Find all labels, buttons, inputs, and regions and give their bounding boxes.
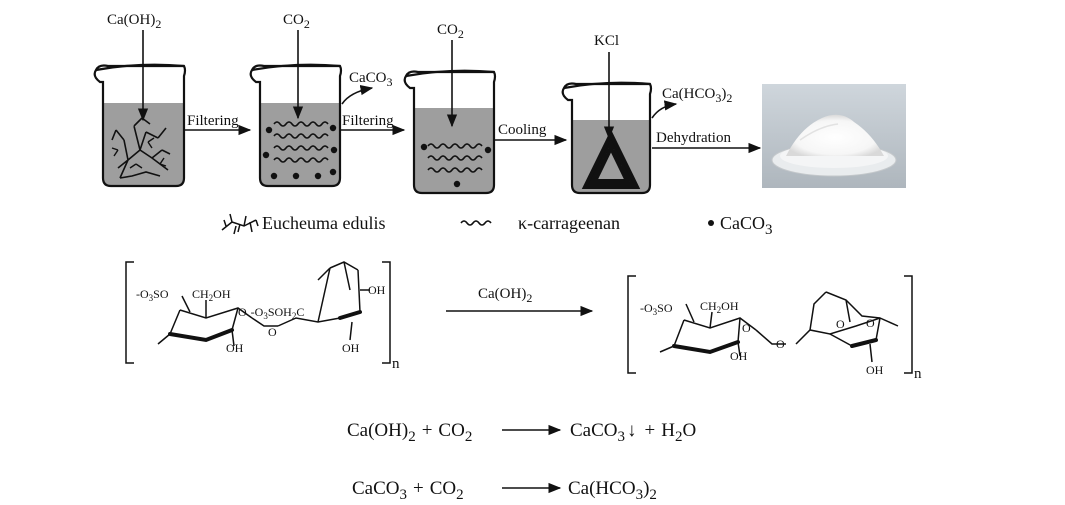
svg-text:CaCO3: CaCO3 <box>720 213 773 238</box>
svg-text:Ca(OH)2: Ca(OH)2 <box>107 12 161 31</box>
left-ch2oh-label: CH2OH <box>192 287 231 303</box>
legend-caco3-label: CaCO3 <box>720 213 773 238</box>
byproduct-caco3-label: CaCO3 <box>349 70 393 89</box>
left-oh-1: OH <box>226 341 244 355</box>
left-repeat-n: n <box>392 356 400 372</box>
structure-reagent-label: Ca(OH)2 <box>478 286 532 305</box>
caco3-out-arrow <box>341 85 374 105</box>
kappa-carrageenan-structure: n -O3SO CH2OH O-O3SOH2C O OH OH OH <box>125 261 400 372</box>
left-oh-3: OH <box>368 283 386 297</box>
svg-text:CaCO3+CO2: CaCO3+CO2 <box>352 478 464 503</box>
carrageenan-waves-2 <box>273 121 329 163</box>
right-oh-1: OH <box>730 349 748 363</box>
svg-text:Ca(OH)2+CO2: Ca(OH)2+CO2 <box>347 420 472 445</box>
cahco3-out-arrow <box>651 100 678 119</box>
right-o-bridge: O <box>836 317 845 331</box>
carrageenan-waves-3 <box>427 143 483 173</box>
equation-1: Ca(OH)2+CO2 CaCO3↓+H2O <box>347 420 696 445</box>
svg-text:Ca(HCO3)2: Ca(HCO3)2 <box>568 478 657 503</box>
svg-text:-O3SO: -O3SO <box>640 301 673 317</box>
reagent-co2-label-3: CO2 <box>437 22 464 41</box>
right-so3-label: -O3SO <box>640 301 673 317</box>
reagent-caoh2-label: Ca(OH)2 <box>107 12 161 31</box>
right-bracket-open <box>627 275 636 374</box>
reagent-co2-label-2: CO2 <box>283 12 310 31</box>
right-bracket-close <box>904 275 913 374</box>
left-link-o: O <box>268 325 277 339</box>
caco3-legend-icon <box>708 220 714 226</box>
left-bracket-open <box>125 261 134 364</box>
carrageenan-legend-icon <box>460 220 492 226</box>
legend: Eucheuma edulis κ-carrageenan CaCO3 <box>221 213 773 238</box>
caco3-particles-2 <box>262 124 338 180</box>
right-repeat-n: n <box>914 366 922 382</box>
right-ch2oh-label: CH2OH <box>700 299 739 315</box>
cooling-label: Cooling <box>498 122 547 138</box>
eucheuma-seaweed <box>111 117 171 179</box>
svg-text:Ca(HCO3)2: Ca(HCO3)2 <box>662 86 732 105</box>
svg-text:CO2: CO2 <box>437 22 464 41</box>
equation-2: CaCO3+CO2 Ca(HCO3)2 <box>352 478 657 503</box>
right-oh-2: OH <box>866 363 884 377</box>
right-o-link: O <box>776 337 785 351</box>
svg-text:CaCO3: CaCO3 <box>349 70 393 89</box>
right-o-ring1: O <box>742 321 751 335</box>
beaker-3 <box>403 69 497 195</box>
svg-text:CH2OH: CH2OH <box>192 287 231 303</box>
dehydration-label: Dehydration <box>656 130 731 146</box>
svg-text:CO2: CO2 <box>283 12 310 31</box>
legend-eucheuma-label: Eucheuma edulis <box>262 213 385 233</box>
byproduct-cahco3-label: Ca(HCO3)2 <box>662 86 732 105</box>
svg-text:CH2OH: CH2OH <box>700 299 739 315</box>
reagent-kcl-label: KCl <box>594 33 619 49</box>
svg-text:-O3SO: -O3SO <box>136 287 169 303</box>
product-photo <box>762 84 906 188</box>
legend-carrageenan-label: κ-carrageenan <box>518 213 620 233</box>
svg-text:CaCO3↓+H2O: CaCO3↓+H2O <box>570 420 696 445</box>
gel-triangle <box>581 129 641 189</box>
anhydro-carrageenan-structure: n -O3SO CH2OH O O O O OH OH <box>627 275 922 382</box>
left-oh-2: OH <box>342 341 360 355</box>
filtering-2-label: Filtering <box>342 113 394 129</box>
svg-text:Ca(OH)2: Ca(OH)2 <box>478 286 532 305</box>
left-oso3-label: O-O3SOH2C <box>238 305 304 321</box>
filtering-1-label: Filtering <box>187 113 239 129</box>
right-o-ring2: O <box>866 316 875 330</box>
eucheuma-legend-icon <box>221 213 259 235</box>
svg-text:KCl: KCl <box>594 33 619 49</box>
left-so3-label: -O3SO <box>136 287 169 303</box>
svg-text:O-O3SOH2C: O-O3SOH2C <box>238 305 304 321</box>
left-bracket-close <box>382 261 391 364</box>
beaker-1 <box>93 63 187 188</box>
beaker-4 <box>561 81 653 195</box>
caco3-particles-3 <box>420 143 492 188</box>
